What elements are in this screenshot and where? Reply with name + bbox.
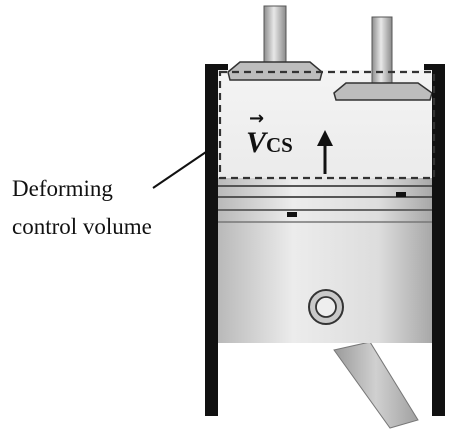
vector-arrow-icon: → <box>249 108 265 129</box>
connecting-rod <box>333 341 419 429</box>
cylinder-wall-right <box>432 64 445 416</box>
velocity-label: VCS <box>246 128 293 158</box>
wrist-pin-bore <box>315 296 337 318</box>
cylinder-head-corner-right <box>424 64 445 78</box>
intake-valve-stem <box>263 5 287 67</box>
cylinder-wall-left <box>205 64 218 416</box>
ring-gap-right <box>396 192 406 197</box>
cylinder-head-corner-left <box>205 64 228 78</box>
exhaust-valve-head <box>333 82 433 101</box>
label-leader-line <box>152 151 207 189</box>
velocity-symbol: V <box>246 126 267 159</box>
control-volume-label: control volume <box>12 214 152 239</box>
ring-gap-left <box>287 212 297 217</box>
velocity-arrowhead <box>317 130 333 146</box>
deforming-label: Deforming <box>12 176 113 201</box>
velocity-subscript: CS <box>266 133 293 157</box>
control-volume-outline <box>218 70 436 180</box>
